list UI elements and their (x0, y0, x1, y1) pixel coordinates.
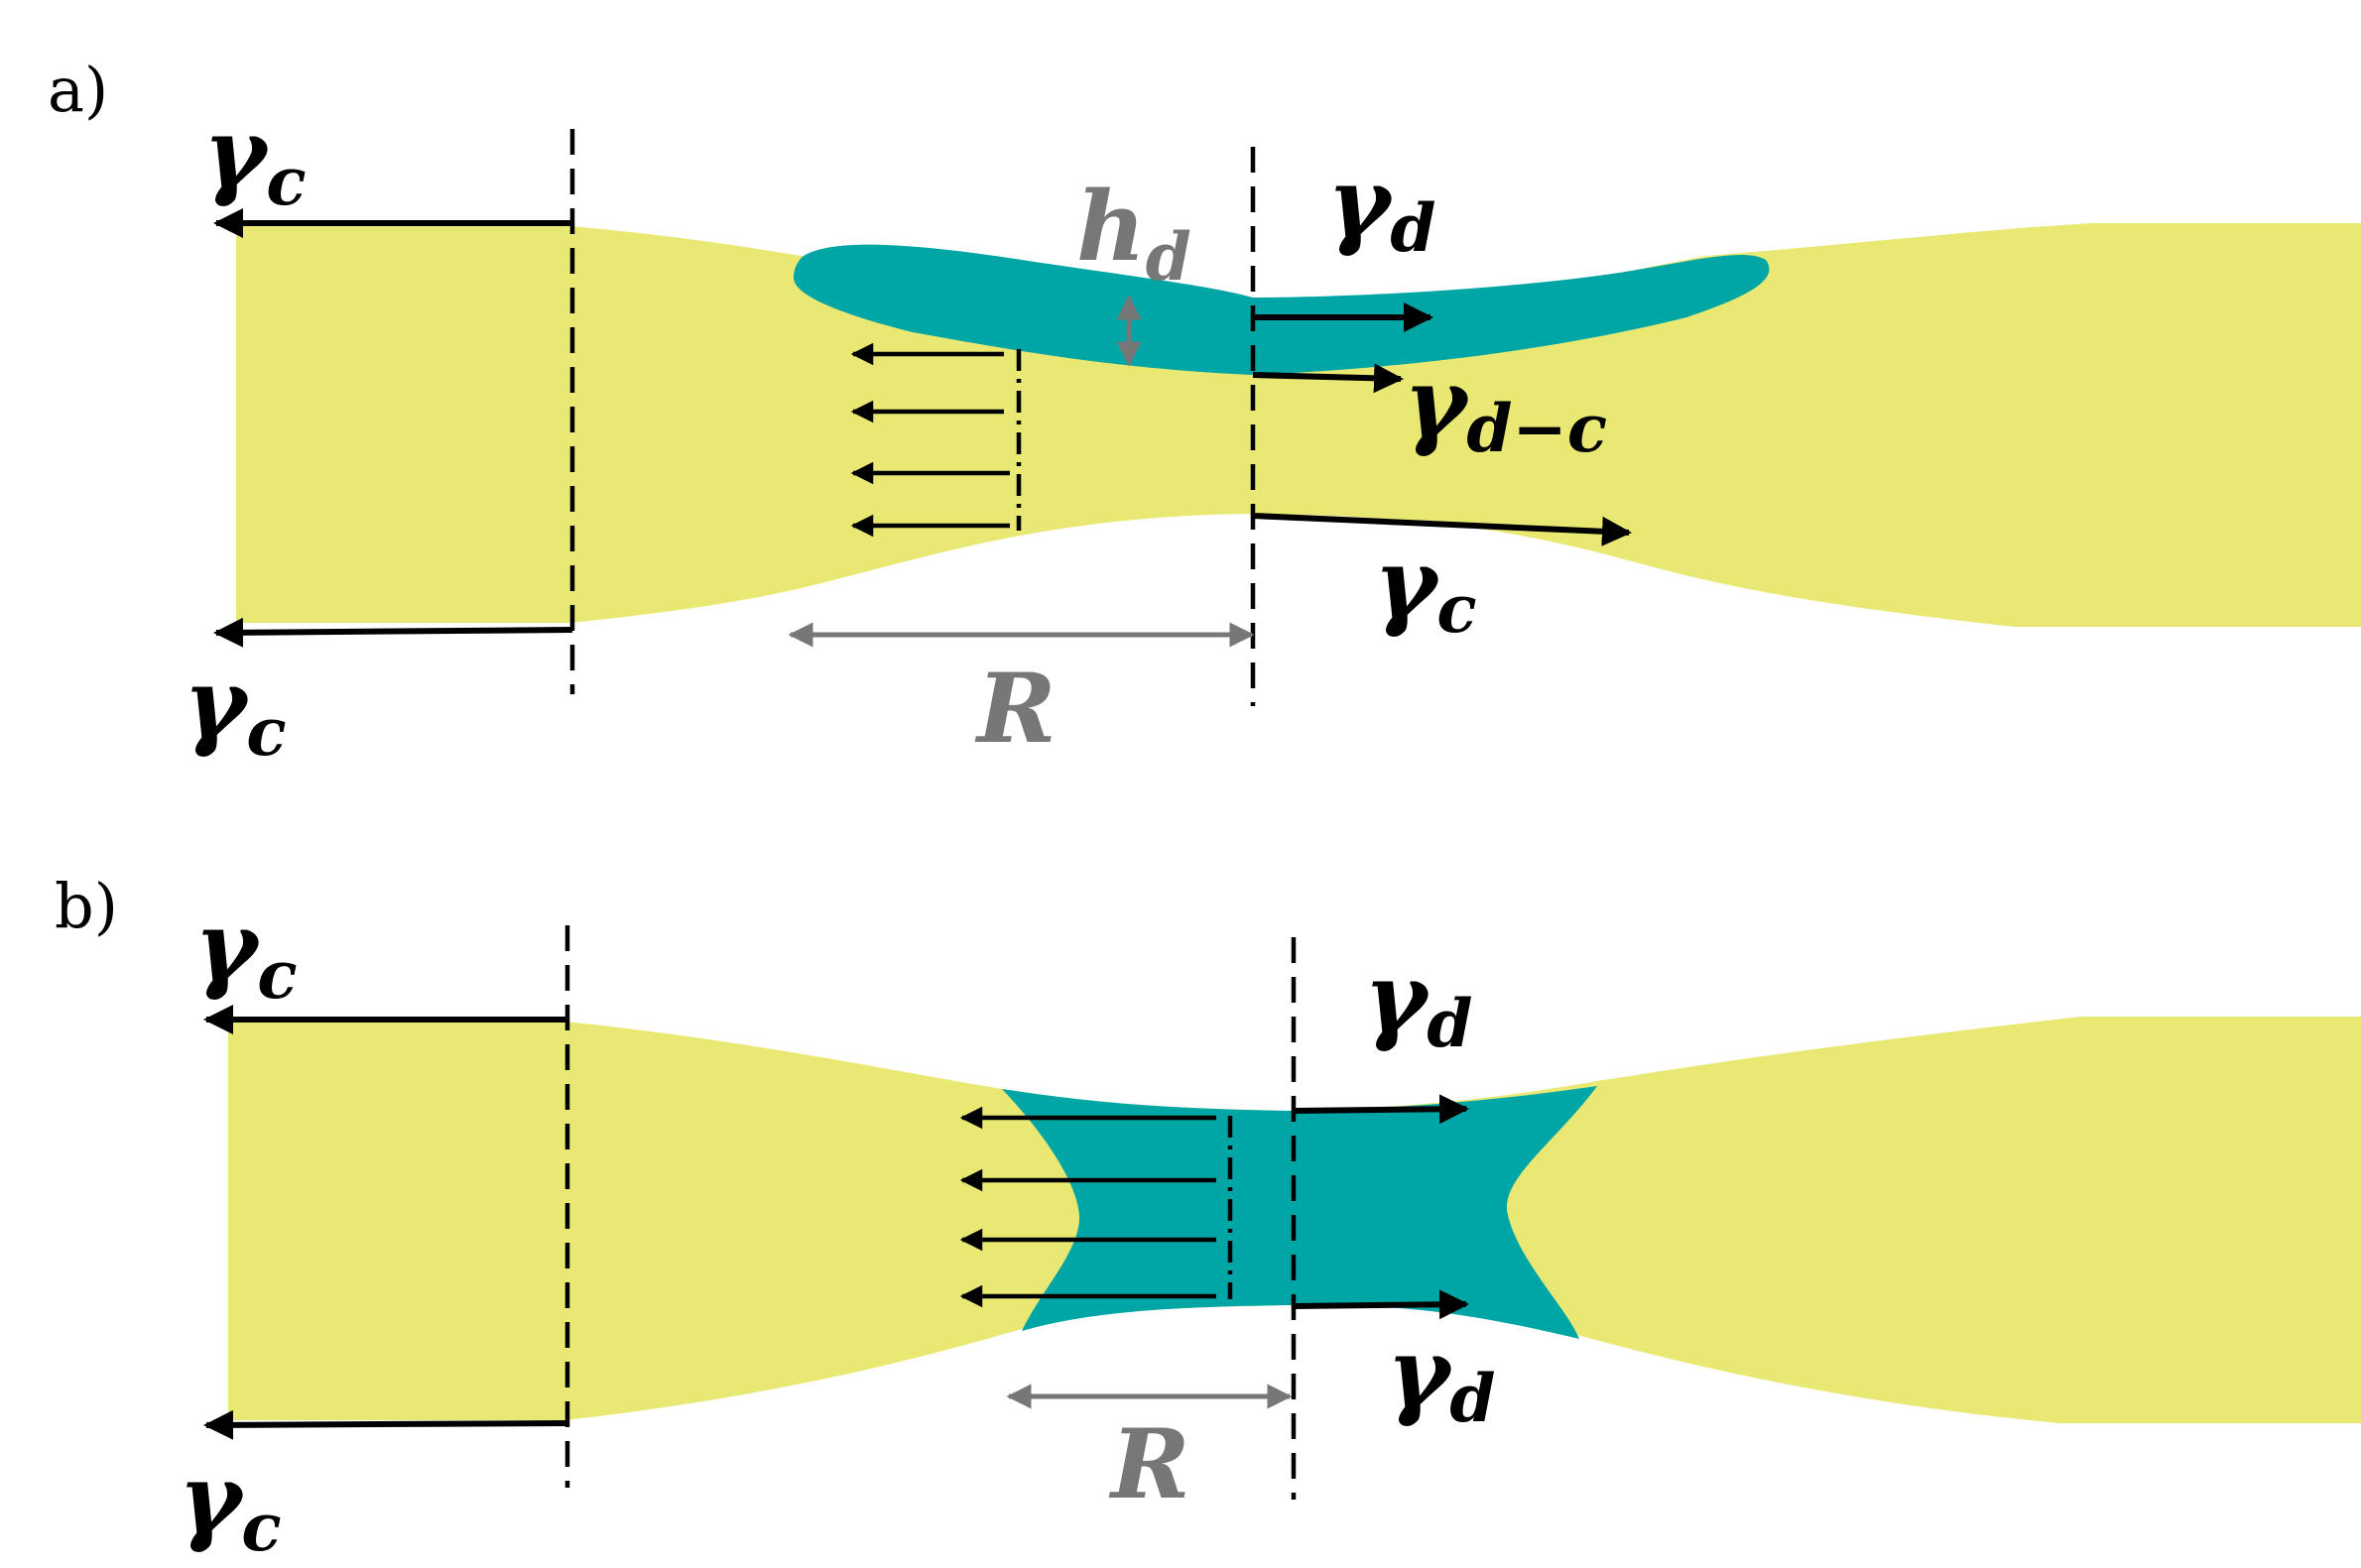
panel-a-droplet (794, 244, 1770, 375)
panel-a-label: a) (48, 54, 108, 126)
panel-a-gamma-c-bottom-arrow (213, 617, 573, 648)
panel-b-gamma-c-top-label: γc (194, 891, 298, 1014)
panel-a-film (236, 223, 2361, 627)
panel-a-gamma-dc-label: γd−c (1404, 347, 1607, 467)
panel-a-r-label: R (974, 653, 1056, 765)
panel-b-r-label: R (1108, 1408, 1190, 1520)
panel-b-gamma-c-bottom-label: γc (179, 1443, 282, 1566)
panel-b: b) γc γc γd γd R (55, 870, 2361, 1566)
panel-b-gamma-d-bottom-arrow (1293, 1289, 1469, 1320)
panel-a-gamma-c-bottom-label: γc (184, 648, 287, 771)
panel-a-hd-label: hd (1076, 171, 1191, 296)
panel-b-gamma-c-bottom-arrow (203, 1409, 568, 1440)
panel-a-gamma-dc-arrow (1252, 363, 1404, 394)
panel-a-gamma-c-top-label: γc (203, 97, 307, 220)
panel-a-gamma-c-right-label: γc (1374, 528, 1477, 648)
panel-a: a) γc γc γd γd−c γc hd R (48, 54, 2361, 771)
panel-b-droplet (1002, 1086, 1597, 1339)
panel-b-gamma-d-top-label: γd (1364, 942, 1473, 1062)
panel-a-gamma-c-right-arrow (1252, 513, 1632, 546)
panel-b-gamma-d-top-arrow (1293, 1094, 1469, 1125)
panel-b-label: b) (55, 870, 118, 942)
panel-a-gamma-d-label: γd (1327, 147, 1436, 267)
panel-b-gamma-d-bottom-label: γd (1387, 1317, 1496, 1437)
